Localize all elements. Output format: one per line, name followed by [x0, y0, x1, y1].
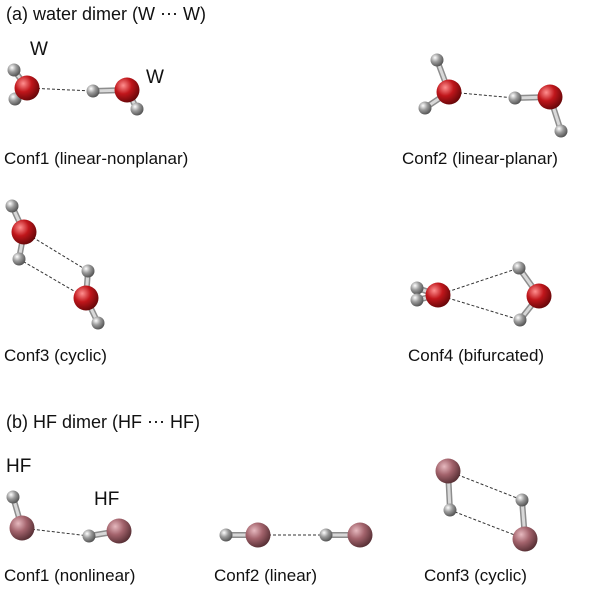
water-conf2-molecule — [418, 53, 568, 138]
hf1-atom-label: HF — [6, 456, 32, 477]
water-conf2-hydrogen-H1 — [430, 53, 444, 67]
water-conf4-hydrogen-H2 — [410, 293, 424, 307]
hf-conf3-label: Conf3 (cyclic) — [424, 566, 527, 585]
hf-conf1-fluorine-F1 — [9, 515, 35, 541]
water2-atom-label: W — [146, 67, 164, 88]
water-conf3-hydrogen-H2 — [12, 252, 26, 266]
hf-conf3-hydrogen-H2 — [515, 493, 529, 507]
water-conf2-hydrogen-H4 — [554, 124, 568, 138]
hf-conf3-hydrogen-H1 — [443, 503, 457, 517]
hf-conf3-fluorine-F2 — [512, 526, 538, 552]
hf-conf2-fluorine-F1 — [245, 522, 271, 548]
hf-conf1-hydrogen-H1 — [6, 490, 20, 504]
hf-conf2-molecule — [219, 522, 373, 548]
water-conf3-hydrogen-H4 — [91, 316, 105, 330]
hf-formula: (HF ⋯ HF) — [112, 412, 201, 432]
water-section-heading: (a) water dimer (W ⋯ W) — [6, 5, 206, 23]
hf-heading-text: (b) HF dimer — [6, 412, 108, 432]
water-conf3-hydrogen-H3 — [81, 264, 95, 278]
hf-conf1-fluorine-F2 — [106, 518, 132, 544]
water-conf4-hydrogen-H3 — [512, 261, 526, 275]
hf-conf2-label: Conf2 (linear) — [214, 566, 317, 585]
water-conf3-hbond-1 — [18, 258, 87, 299]
water-conf2-oxygen-O1 — [436, 79, 462, 105]
water-conf1-label: Conf1 (linear-nonplanar) — [4, 149, 189, 168]
hf-conf1-label: Conf1 (nonlinear) — [4, 566, 136, 585]
water-conf4-hbond-1 — [437, 294, 521, 321]
water-conf3-oxygen-O1 — [11, 219, 37, 245]
water-conf4-hydrogen-H1 — [410, 281, 424, 295]
water1-atom-label: W — [30, 39, 48, 60]
hf-conf1-hydrogen-H2 — [82, 529, 96, 543]
water-conf2-hydrogen-H3 — [508, 91, 522, 105]
water-conf3-oxygen-O2 — [73, 285, 99, 311]
water-formula: (W ⋯ W) — [132, 4, 207, 24]
hf-conf3-hbond-1 — [449, 509, 526, 540]
water-conf4-hbond-0 — [437, 267, 520, 296]
hf-conf3-molecule — [435, 458, 538, 552]
water-conf1-hydrogen-H3 — [86, 84, 100, 98]
hf2-atom-label: HF — [94, 489, 120, 510]
water-conf2-oxygen-O2 — [537, 84, 563, 110]
water-conf3-hydrogen-H1 — [5, 199, 19, 213]
hf-conf3-hbond-0 — [447, 470, 523, 501]
water-conf3-molecule — [5, 199, 105, 330]
water-conf1-oxygen-O1 — [14, 75, 40, 101]
hf-conf2-hydrogen-H1 — [219, 528, 233, 542]
water-conf4-oxygen-O2 — [526, 283, 552, 309]
water-conf4-molecule — [410, 261, 552, 327]
water-conf4-hydrogen-H4 — [513, 313, 527, 327]
water-heading-text: (a) water dimer — [6, 4, 128, 24]
water-conf4-oxygen-O1 — [425, 282, 451, 308]
hf-conf1-molecule — [6, 490, 132, 544]
hf-section-heading: (b) HF dimer (HF ⋯ HF) — [6, 413, 200, 431]
hf-conf2-fluorine-F2 — [347, 522, 373, 548]
water-conf1-hydrogen-H1 — [7, 63, 21, 77]
hf-conf3-fluorine-F1 — [435, 458, 461, 484]
water-conf1-hydrogen-H4 — [130, 102, 144, 116]
water-conf3-label: Conf3 (cyclic) — [4, 346, 107, 365]
water-conf2-label: Conf2 (linear-planar) — [402, 149, 558, 168]
water-conf2-hydrogen-H2 — [418, 101, 432, 115]
water-conf1-molecule — [7, 63, 144, 116]
hf-conf2-hydrogen-H2 — [319, 528, 333, 542]
water-conf4-label: Conf4 (bifurcated) — [408, 346, 545, 365]
water-conf1-oxygen-O2 — [114, 77, 140, 103]
